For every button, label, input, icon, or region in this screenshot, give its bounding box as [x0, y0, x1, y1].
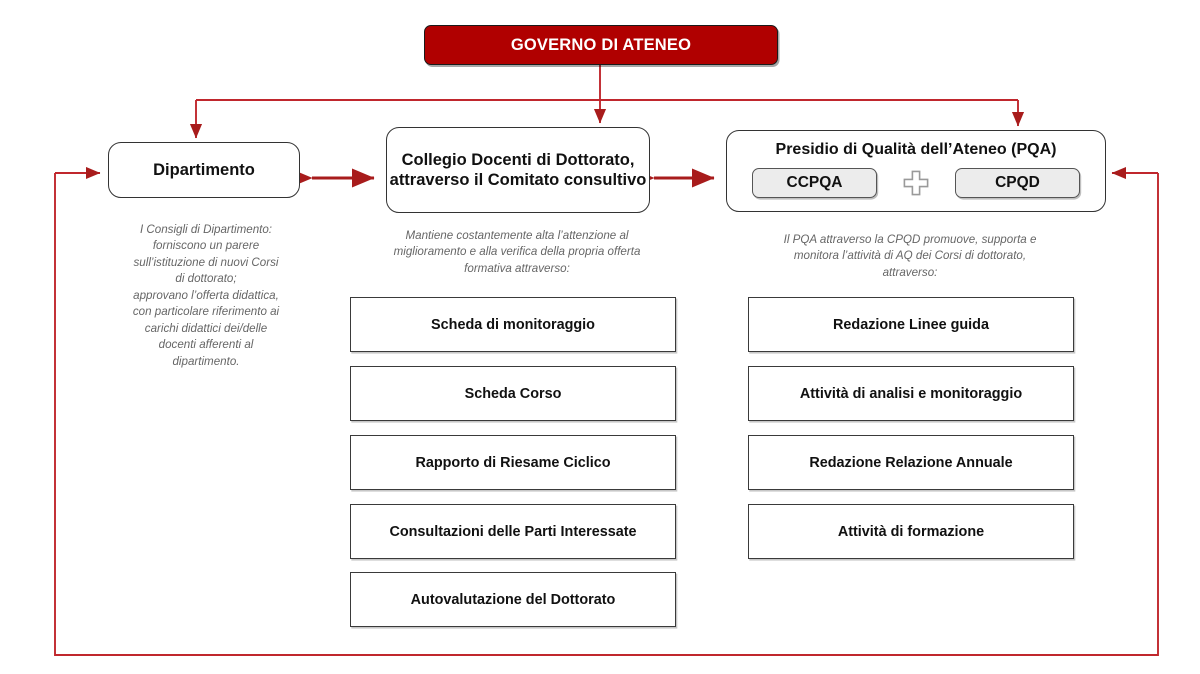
cpqd-chip[interactable]: CPQD	[955, 167, 1080, 198]
dipartimento-box[interactable]: Dipartimento	[108, 142, 300, 198]
plus-icon	[903, 170, 929, 196]
pqa-box[interactable]: Presidio di Qualità dell’Ateneo (PQA) CC…	[726, 130, 1106, 212]
list-item[interactable]: Autovalutazione del Dottorato	[350, 572, 676, 627]
list-item[interactable]: Redazione Linee guida	[748, 297, 1074, 352]
collegio-docenti-box[interactable]: Collegio Docenti di Dottorato, attravers…	[386, 127, 650, 213]
dipartimento-title: Dipartimento	[153, 160, 255, 179]
ccpqa-chip[interactable]: CCPQA	[752, 167, 877, 198]
list-item[interactable]: Redazione Relazione Annuale	[748, 435, 1074, 490]
list-item[interactable]: Rapporto di Riesame Ciclico	[350, 435, 676, 490]
collegio-docenti-title: Collegio Docenti di Dottorato, attravers…	[389, 150, 647, 189]
collegio-docenti-description: Mantiene costantemente alta l’attenzione…	[393, 229, 641, 275]
governo-di-ateneo-label: GOVERNO DI ATENEO	[510, 35, 692, 54]
list-item[interactable]: Attività di analisi e monitoraggio	[748, 366, 1074, 421]
pqa-chip-row: CCPQA CPQD	[727, 167, 1105, 198]
pqa-description: Il PQA attraverso la CPQD promuove, supp…	[783, 233, 1037, 279]
list-item[interactable]: Attività di formazione	[748, 504, 1074, 559]
dipartimento-description: I Consigli di Dipartimento: forniscono u…	[132, 223, 280, 368]
governo-di-ateneo-box[interactable]: GOVERNO DI ATENEO	[424, 25, 778, 65]
list-item[interactable]: Scheda Corso	[350, 366, 676, 421]
list-item[interactable]: Scheda di monitoraggio	[350, 297, 676, 352]
pqa-title: Presidio di Qualità dell’Ateneo (PQA)	[775, 141, 1057, 158]
list-item[interactable]: Consultazioni delle Parti Interessate	[350, 504, 676, 559]
